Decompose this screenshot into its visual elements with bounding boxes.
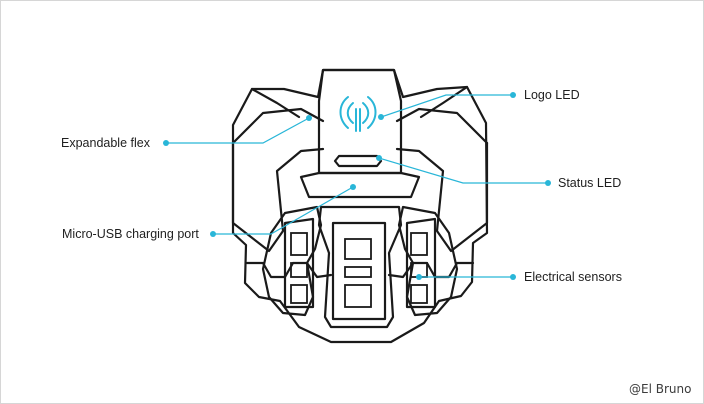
sensor-pad [344,266,372,278]
status-led-dot [545,180,551,186]
status-led-anchor-dot [376,155,382,161]
sensor-pad [344,238,372,260]
device [231,68,489,344]
left-wing-panel [231,141,325,253]
wifi-hands-logo-icon [339,96,377,132]
center-module-inner [331,221,387,321]
expandable-flex-label: Expandable flex [61,136,151,150]
expandable-flex-anchor-dot [306,115,312,121]
right-module [397,205,459,317]
electrical-sensors-dot [510,274,516,280]
expandable-flex-leader [166,117,310,144]
logo-led-label: Logo LED [524,88,580,102]
left-flex-arm-inner [250,87,301,119]
micro-usb-anchor-dot [350,184,356,190]
sensor-pad [344,284,372,308]
right-wing-panel [395,141,489,253]
right-flex-arm-inner [419,85,469,119]
callouts [166,94,548,278]
electrical-sensors-anchor-dot [416,274,422,280]
sensor-pads [290,232,428,308]
sensor-pad [290,284,308,304]
logo-led-leader [380,94,513,118]
sensor-pad [290,232,308,256]
status-led-label: Status LED [558,176,621,190]
sensor-pad [290,262,308,278]
logo-led-anchor-dot [378,114,384,120]
lower-band [245,261,475,279]
micro-usb-dot [210,231,216,237]
left-module-inner [283,217,315,309]
left-flex-arm [231,107,325,145]
electrical-sensors-label: Electrical sensors [524,270,622,284]
status-bar [333,154,383,168]
right-module-inner [405,217,437,309]
right-flex-arm [395,107,489,145]
logo-led-dot [510,92,516,98]
expandable-flex-dot [163,140,169,146]
watermark: @El Bruno [629,382,691,396]
usb-ledge [299,171,421,199]
sensor-pad [410,232,428,256]
callout-dots [163,92,551,280]
micro-usb-label: Micro-USB charging port [62,227,199,241]
left-module [261,205,323,317]
status-led-leader [378,157,548,184]
micro-usb-leader [213,186,354,235]
sensor-pad [410,284,428,304]
